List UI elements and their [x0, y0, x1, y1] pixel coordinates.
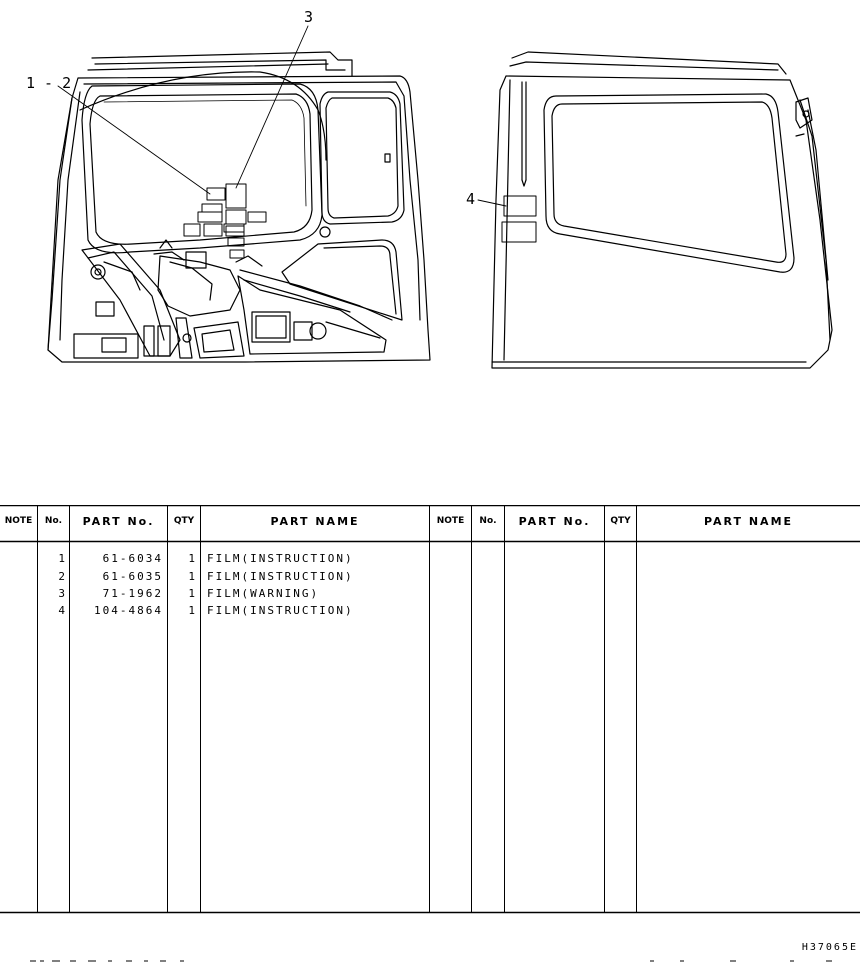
row-3-part-no: 71-1962 — [102, 587, 163, 600]
row-3-qty: 1 — [188, 587, 195, 600]
cab-interior-view — [47, 25, 431, 363]
callout-1-2: 1 - 2 — [26, 74, 72, 92]
cab-side-view — [477, 51, 833, 369]
row-1-qty: 1 — [188, 552, 195, 565]
header-part-no-left: PART No. — [82, 515, 155, 528]
footer-marks — [30, 960, 832, 962]
decal-cluster-1-2 — [183, 187, 267, 237]
row-4-no: 4 — [58, 604, 65, 617]
row-2-part-name: FILM(INSTRUCTION) — [207, 570, 354, 583]
table-grid — [0, 505, 860, 914]
row-1-no: 1 — [58, 552, 65, 565]
row-1-part-no: 61-6034 — [102, 552, 163, 565]
cab-drawing — [47, 25, 833, 369]
callout-4: 4 — [466, 190, 476, 208]
callout-3: 3 — [304, 8, 314, 26]
row-4-part-no: 104-4864 — [94, 604, 163, 617]
header-no-right: No. — [479, 516, 497, 526]
header-part-name-left: PART NAME — [270, 515, 360, 528]
header-no-left: No. — [44, 516, 63, 526]
row-3-part-name: FILM(WARNING) — [207, 587, 320, 600]
row-2-part-no: 61-6035 — [102, 570, 163, 583]
decal-cluster-3 — [225, 183, 247, 259]
row-3-no: 3 — [58, 587, 65, 600]
header-qty-left: QTY — [173, 516, 195, 526]
row-4-part-name: FILM(INSTRUCTION) — [207, 604, 354, 617]
header-part-no-right: PART No. — [518, 515, 591, 528]
row-4-qty: 1 — [188, 604, 195, 617]
header-note-right: NOTE — [436, 516, 465, 526]
drawing-code: H37065E — [801, 942, 858, 953]
parts-table: NOTE No. PART No. QTY PART NAME NOTE No.… — [0, 505, 860, 914]
header-part-name-right: PART NAME — [703, 515, 794, 528]
row-1-part-name: FILM(INSTRUCTION) — [207, 552, 354, 565]
header-qty-right: QTY — [610, 516, 631, 526]
row-2-qty: 1 — [188, 570, 195, 583]
row-2-no: 2 — [58, 570, 65, 583]
header-note-left: NOTE — [4, 516, 33, 526]
